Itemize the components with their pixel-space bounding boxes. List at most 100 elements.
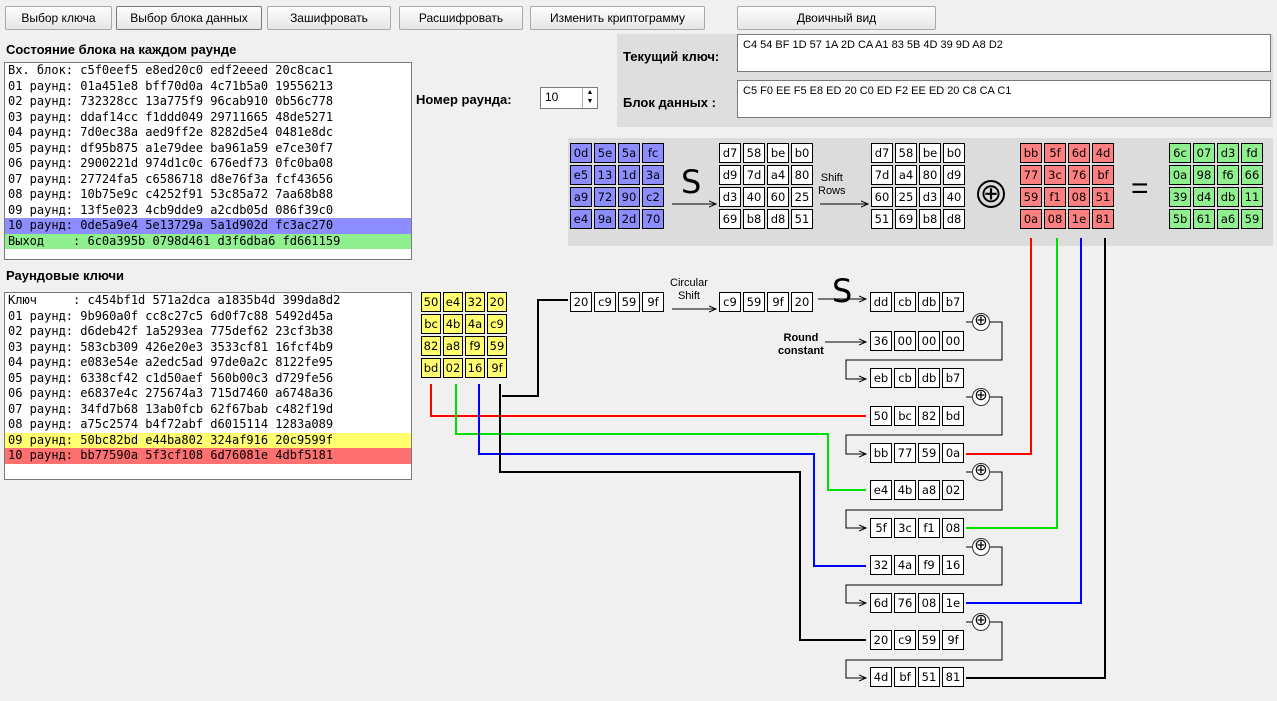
list-item[interactable]: 01 раунд: 9b960a0f cc8c27c5 6d0f7c88 549… bbox=[8, 308, 334, 323]
list-item[interactable]: 08 раунд: a75c2574 b4f72abf d6015114 128… bbox=[8, 417, 334, 431]
matrix-cell: 58 bbox=[743, 143, 765, 163]
select-key-button[interactable]: Выбор ключа bbox=[5, 6, 112, 30]
matrix-cell: fd bbox=[1241, 143, 1263, 163]
key-schedule-cell: 76 bbox=[894, 593, 916, 613]
current-key-label: Текущий ключ: bbox=[623, 49, 720, 64]
line-red-out bbox=[966, 238, 1032, 455]
key-schedule-cell: c9 bbox=[894, 630, 916, 650]
list-item-output[interactable]: Выход : 6c0a395b 0798d461 d3f6dba6 fd661… bbox=[5, 233, 411, 249]
equals-sign: = bbox=[1131, 172, 1149, 205]
matrix-cell: 20 bbox=[570, 292, 592, 312]
list-item[interactable]: 01 раунд: 01a451e8 bff70d0a 4c71b5a0 195… bbox=[8, 78, 334, 93]
key-schedule-cell: 1e bbox=[942, 593, 964, 613]
xor-icon: ⊕ bbox=[972, 613, 990, 631]
matrix-cell: f1 bbox=[1044, 187, 1066, 207]
list-item-prev-key[interactable]: 09 раунд: 50bc82bd e44ba802 324af916 20c… bbox=[5, 432, 411, 448]
keys-listbox[interactable]: Ключ : c454bf1d 571a2dca a1835b4d 399da8… bbox=[4, 292, 412, 480]
list-item[interactable]: 05 раунд: df95b875 a1e79dee ba961a59 e7c… bbox=[8, 140, 334, 155]
keys-section-title: Раундовые ключи bbox=[6, 268, 125, 283]
matrix-cell: 5b bbox=[1169, 209, 1191, 229]
matrix-cell: 77 bbox=[1020, 165, 1042, 185]
encrypt-button[interactable]: Зашифровать bbox=[267, 6, 391, 30]
matrix-cell: 39 bbox=[1169, 187, 1191, 207]
key-schedule-cell: db bbox=[918, 368, 940, 388]
list-item[interactable]: 03 раунд: ddaf14cc f1ddd049 29711665 48d… bbox=[8, 109, 334, 124]
spinner-arrows-icon[interactable]: ▲▼ bbox=[582, 88, 597, 108]
list-item[interactable]: 07 раунд: 27724fa5 c6586718 d8e76f3a fcf… bbox=[8, 171, 334, 186]
xor-icon: ⊕ bbox=[972, 313, 990, 331]
key-schedule-cell: 77 bbox=[894, 443, 916, 463]
matrix-cell: fc bbox=[642, 143, 664, 163]
list-item[interactable]: Ключ : c454bf1d 571a2dca a1835b4d 399da8… bbox=[8, 293, 341, 307]
line-last-column bbox=[502, 299, 568, 397]
matrix-cell: 4b bbox=[443, 314, 463, 334]
key-schedule-cell: b7 bbox=[942, 368, 964, 388]
matrix-cell: 4a bbox=[465, 314, 485, 334]
list-item[interactable]: 09 раунд: 13f5e023 4cb9dde9 a2cdb05d 086… bbox=[8, 202, 334, 217]
list-item[interactable]: 04 раунд: 7d0ec38a aed9ff2e 8282d5e4 048… bbox=[8, 125, 334, 139]
round-number-spinner[interactable]: 10 ▲▼ bbox=[540, 87, 598, 109]
list-item[interactable]: 03 раунд: 583cb309 426e20e3 3533cf81 16f… bbox=[8, 339, 334, 354]
matrix-cell: bf bbox=[1092, 165, 1114, 185]
matrix-cell: 9f bbox=[767, 292, 789, 312]
matrix-cell: 40 bbox=[743, 187, 765, 207]
matrix-cell: b0 bbox=[791, 143, 813, 163]
key-schedule-cell: 4d bbox=[870, 667, 892, 687]
key-schedule-cell: 3c bbox=[894, 518, 916, 538]
matrix-cell: d3 bbox=[1217, 143, 1239, 163]
key-schedule-cell: 00 bbox=[942, 331, 964, 351]
round-number-label: Номер раунда: bbox=[416, 92, 512, 107]
data-block-label: Блок данных : bbox=[623, 95, 716, 110]
list-item[interactable]: 07 раунд: 34fd7b68 13ab0fcb 62f67bab c48… bbox=[8, 401, 334, 416]
matrix-cell: 82 bbox=[421, 336, 441, 356]
list-item-selected[interactable]: 10 раунд: 0de5a9e4 5e13729a 5a1d902d fc3… bbox=[5, 218, 411, 234]
matrix-cell: 61 bbox=[1193, 209, 1215, 229]
matrix-cell: 08 bbox=[1044, 209, 1066, 229]
list-item[interactable]: 05 раунд: 6338cf42 c1d50aef 560b00c3 d72… bbox=[8, 370, 334, 385]
line-blue bbox=[478, 384, 866, 567]
list-item[interactable]: 06 раунд: e6837e4c 275674a3 715d7460 a67… bbox=[8, 386, 334, 400]
list-item[interactable]: 08 раунд: 10b75e9c c4252f91 53c85a72 7aa… bbox=[8, 187, 334, 201]
list-item[interactable]: 02 раунд: d6deb42f 1a5293ea 775def62 23c… bbox=[8, 324, 334, 338]
state-listbox[interactable]: Вх. блок: c5f0eef5 e8ed20c0 edf2eeed 20c… bbox=[4, 62, 412, 260]
key-schedule-cell: 51 bbox=[918, 667, 940, 687]
matrix-cell: d3 bbox=[719, 187, 741, 207]
subword-label: S bbox=[832, 272, 853, 310]
matrix-cell: 69 bbox=[719, 209, 741, 229]
list-item[interactable]: 04 раунд: e083e54e a2edc5ad 97de0a2c 812… bbox=[8, 355, 334, 369]
key-schedule-cell: bb bbox=[870, 443, 892, 463]
matrix-cell: 25 bbox=[895, 187, 917, 207]
matrix-cell: 7d bbox=[871, 165, 893, 185]
matrix-cell: 60 bbox=[871, 187, 893, 207]
select-block-button[interactable]: Выбор блока данных bbox=[116, 6, 262, 30]
matrix-cell: 5a bbox=[618, 143, 640, 163]
line-green-out bbox=[966, 238, 1058, 529]
matrix-cell: 59 bbox=[1020, 187, 1042, 207]
list-item[interactable]: 02 раунд: 732328cc 13a775f9 96cab910 0b5… bbox=[8, 94, 334, 108]
list-item-current-key[interactable]: 10 раунд: bb77590a 5f3cf108 6d76081e 4db… bbox=[5, 448, 411, 464]
list-item[interactable]: 06 раунд: 2900221d 974d1c0c 676edf73 0fc… bbox=[8, 156, 334, 170]
key-schedule-cell: 36 bbox=[870, 331, 892, 351]
matrix-cell: 5f bbox=[1044, 143, 1066, 163]
current-key-field[interactable]: C4 54 BF 1D 57 1A 2D CA A1 83 5B 4D 39 9… bbox=[737, 34, 1271, 72]
matrix-cell: b8 bbox=[919, 209, 941, 229]
key-schedule-cell: 16 bbox=[942, 555, 964, 575]
change-cipher-button[interactable]: Изменить криптограмму bbox=[530, 6, 705, 30]
data-block-field[interactable]: C5 F0 EE F5 E8 ED 20 C0 ED F2 EE ED 20 C… bbox=[737, 80, 1271, 118]
binary-view-button[interactable]: Двоичный вид bbox=[737, 6, 936, 30]
key-schedule-cell: db bbox=[918, 292, 940, 312]
matrix-cell: 9a bbox=[594, 209, 616, 229]
key-schedule-cell: bd bbox=[942, 406, 964, 426]
matrix-cell: 6c bbox=[1169, 143, 1191, 163]
list-item[interactable]: Вх. блок: c5f0eef5 e8ed20c0 edf2eeed 20c… bbox=[8, 63, 334, 77]
matrix-cell: a4 bbox=[767, 165, 789, 185]
matrix-cell: f9 bbox=[465, 336, 485, 356]
decrypt-button[interactable]: Расшифровать bbox=[399, 6, 523, 30]
matrix-cell: be bbox=[767, 143, 789, 163]
